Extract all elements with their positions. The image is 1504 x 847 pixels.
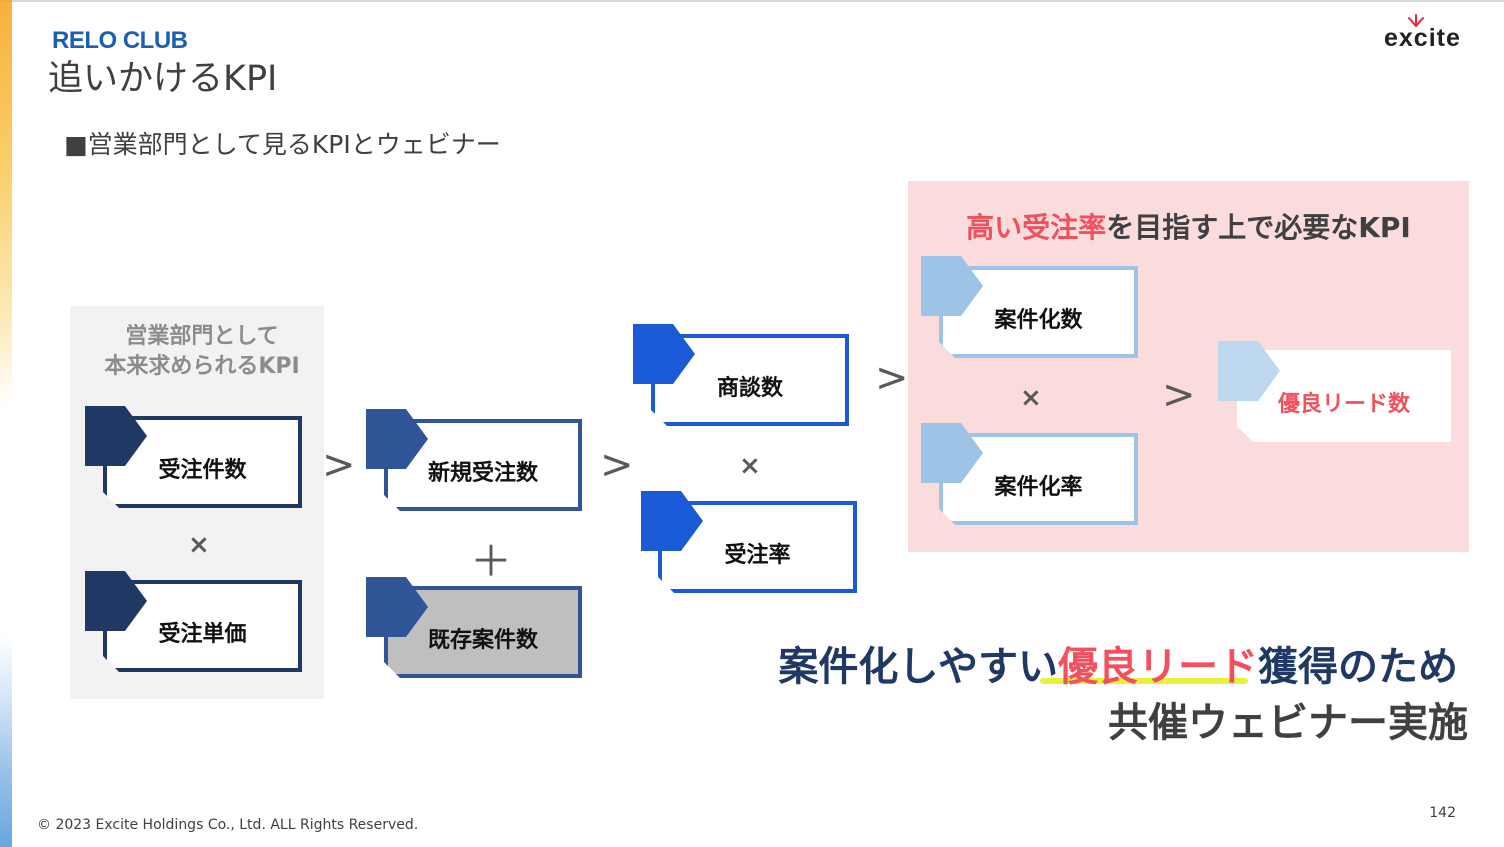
kpi-box-order-rate-label: 受注率 [724, 543, 791, 568]
kpi-box-new-orders: 新規受注数 [384, 419, 582, 511]
kpi-box-negotiations-label: 商談数 [716, 376, 783, 401]
times-operator: × [188, 530, 210, 560]
tab-marker-icon [1218, 341, 1280, 401]
kpi-box-existing-deals-label: 既存案件数 [427, 628, 538, 653]
spark-icon [1408, 14, 1424, 27]
kpi-box-quality-leads-label: 優良リード数 [1277, 392, 1410, 417]
sales-kpi-caption: 営業部門として 本来求められるKPI [70, 322, 334, 382]
conclusion-line1-before: 案件化しやすい [778, 644, 1058, 690]
kpi-box-deals-created-label: 案件化数 [994, 308, 1083, 333]
greater-than-operator: > [600, 442, 634, 488]
tab-marker-icon [641, 491, 703, 551]
kpi-box-deal-rate-label: 案件化率 [994, 475, 1083, 500]
slide-edge-gradient [0, 0, 12, 847]
kpi-box-quality-leads: 優良リード数 [1237, 350, 1451, 442]
times-operator: × [739, 451, 761, 481]
greater-than-operator: > [875, 355, 909, 401]
required-kpi-title-highlight: 高い受注率 [966, 211, 1107, 244]
tab-marker-icon [633, 324, 695, 384]
tab-marker-icon [85, 406, 147, 466]
kpi-box-orders: 受注件数 [103, 416, 302, 508]
greater-than-operator: > [322, 442, 356, 488]
brand-logo: RELO CLUB [52, 27, 188, 54]
slide-title: 追いかけるKPI [48, 59, 278, 99]
page-number: 142 [1429, 805, 1456, 821]
times-operator: × [1020, 383, 1042, 413]
kpi-box-new-orders-label: 新規受注数 [427, 461, 538, 486]
tab-marker-icon [366, 409, 428, 469]
conclusion-line2: 共催ウェビナー実施 [1108, 700, 1468, 746]
excite-logo-text: excite [1384, 24, 1461, 52]
conclusion-highlight: 優良リード [1058, 644, 1258, 690]
required-kpi-title-rest: を目指す上で必要なKPI [1106, 211, 1411, 244]
sales-kpi-caption-line1: 営業部門として [125, 324, 279, 349]
plus-operator: ＋ [470, 537, 513, 586]
copyright: © 2023 Excite Holdings Co., Ltd. ALL Rig… [37, 817, 419, 833]
tab-marker-icon [366, 577, 428, 637]
conclusion-line1-after: 獲得のため [1258, 644, 1458, 690]
tab-marker-icon [85, 571, 147, 631]
slide-subtitle: ■営業部門として見るKPIとウェビナー [64, 130, 501, 159]
greater-than-operator: > [1162, 372, 1196, 418]
excite-logo: excite [1380, 14, 1480, 60]
required-kpi-title: 高い受注率を目指す上で必要なKPI [908, 206, 1469, 246]
kpi-box-deal-rate: 案件化率 [939, 433, 1138, 525]
conclusion-line1: 案件化しやすい優良リード獲得のため [778, 634, 1458, 692]
tab-marker-icon [921, 423, 983, 483]
kpi-box-orders-label: 受注件数 [158, 458, 247, 483]
kpi-box-unit-price-label: 受注単価 [158, 622, 247, 647]
sales-kpi-caption-line2: 本来求められるKPI [104, 354, 300, 379]
tab-marker-icon [921, 256, 983, 316]
top-border [0, 0, 1504, 2]
